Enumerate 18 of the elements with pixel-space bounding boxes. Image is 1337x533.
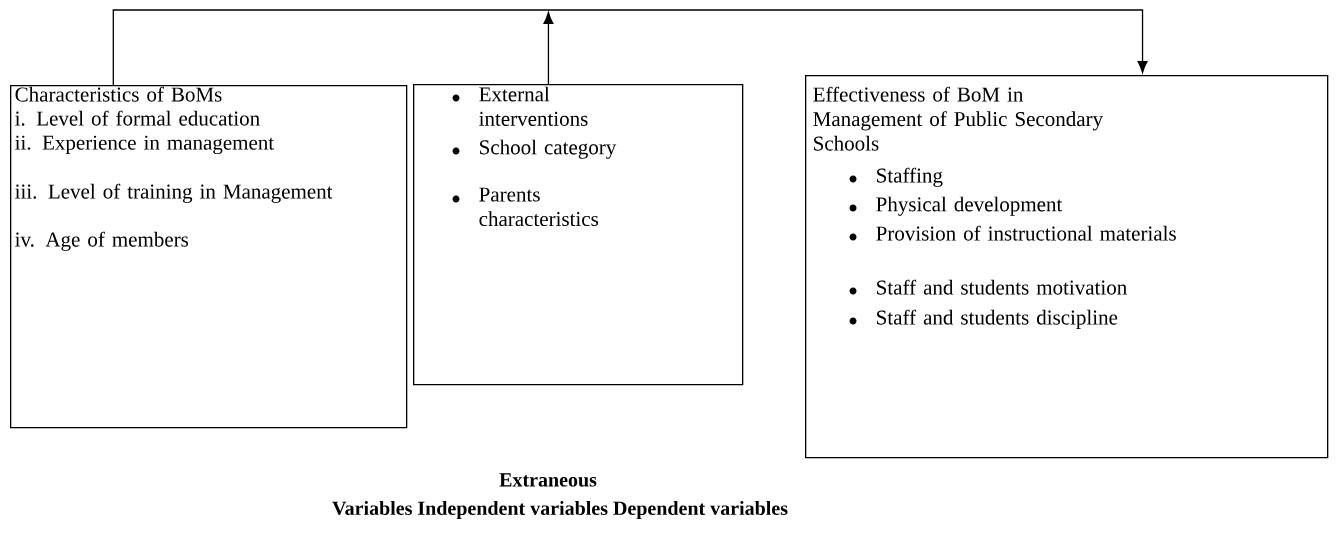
- caption-text: Variables Independent variables Dependent variables: [332, 500, 788, 520]
- bullet-item: Provision of instructional materials: [849, 225, 1176, 241]
- bullet-item: Parents characteristics: [452, 187, 599, 227]
- list-item: iv. Age of members: [15, 231, 189, 251]
- list-item: iii. Level of training in Management: [15, 183, 333, 203]
- bullet-item: Staffing: [849, 167, 943, 187]
- bullet-item: External interventions: [452, 86, 588, 126]
- bullet-item: Staff and students discipline: [849, 309, 1118, 329]
- heading-text: Characteristics of BoMs: [15, 86, 222, 102]
- caption-text: Extraneous: [499, 473, 597, 487]
- arrow: [112, 9, 1148, 86]
- bullet-item: Staff and students motivation: [849, 279, 1127, 295]
- list-item: ii. Experience in management: [15, 135, 275, 155]
- bullet-item: Physical development: [849, 196, 1063, 216]
- arrow: [543, 11, 554, 85]
- bullet-item: School category: [452, 139, 617, 159]
- list-item: i. Level of formal education: [15, 110, 260, 126]
- heading-text: Effectiveness of BoM in Management of Public Secondary Schools: [813, 86, 1103, 151]
